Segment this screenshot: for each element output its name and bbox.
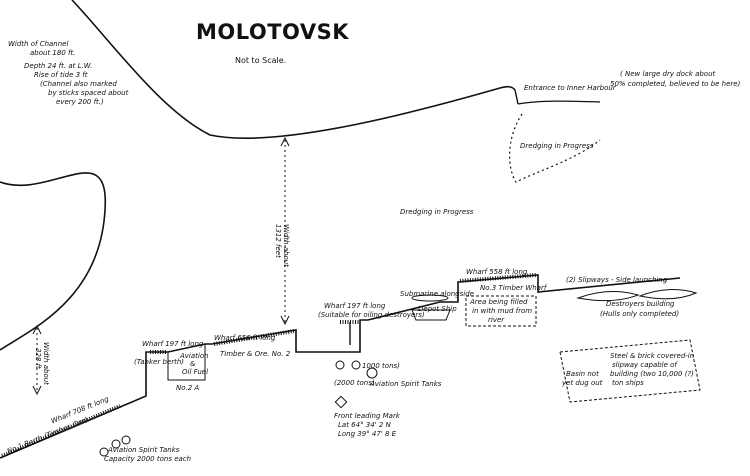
tank-mid-1 — [335, 360, 345, 370]
width-328-line-2: 328 ft — [34, 348, 42, 369]
aviation-oil-line-3: Oil Fuel — [182, 368, 209, 376]
aviation-tanks-left-line-2: Capacity 2000 tons each — [104, 455, 192, 463]
destroyer-hull-2 — [638, 289, 698, 300]
wharf-197-line-1: Wharf 197 ft long — [324, 302, 386, 310]
channel-shore-upper — [71, 0, 516, 139]
slipway-outline — [559, 339, 701, 403]
basin-line-2: yet dug out — [562, 379, 603, 387]
width-1312-line-1: Width about — [282, 224, 290, 267]
tank-1000-label: 1000 tons) — [362, 362, 400, 370]
wharf-558-label: Wharf 558 ft long — [466, 268, 528, 276]
tank-left-2 — [111, 439, 121, 449]
steel-brick-line-1: Steel & brick covered-in — [610, 352, 695, 360]
channel-shore-lower — [0, 172, 106, 351]
channel-note-line-7: every 200 ft.) — [56, 98, 104, 106]
depot-ship-shape — [411, 309, 451, 321]
timber-ore-2-label: Timber & Ore. No. 2 — [220, 350, 291, 358]
area-filled-line-2: in with mud from — [472, 307, 533, 315]
width-328-line-1: Width about — [42, 342, 50, 385]
depot-ship-label: Depot Ship — [418, 305, 457, 313]
entrance-label: Entrance to Inner Harbour — [524, 84, 616, 92]
channel-note-line-4: Rise of tide 3 ft — [34, 71, 88, 79]
wharf-197-line-2: (Suitable for oiling destroyers) — [318, 311, 425, 319]
channel-note-line-6: by sticks spaced about — [48, 89, 129, 97]
steel-brick-line-4: ton ships — [612, 379, 644, 387]
destroyer-hull-1 — [576, 291, 640, 302]
timber-wharf-3-label: No.3 Timber Wharf — [480, 284, 547, 292]
steel-brick-line-3: building (two 10,000 (?) — [610, 370, 694, 378]
submarine-label: Submarine alongside — [400, 290, 474, 298]
dry-dock-line-1: ( New large dry dock about — [620, 70, 716, 78]
tank-2000-label: (2000 tons) — [334, 379, 375, 387]
destroyers-line-2: (Hulls only completed) — [600, 310, 680, 318]
steel-brick-line-2: slipway capable of — [612, 361, 677, 369]
tank-mid-2 — [351, 360, 361, 370]
area-filled-box — [465, 295, 537, 327]
channel-note-line-1: Width of Channel — [8, 40, 69, 48]
front-leading-line-3: Long 39° 47' 8 E — [338, 430, 397, 438]
wharf-197-tanker-line-1: Wharf 197 ft long — [142, 340, 204, 348]
channel-note-line-2: about 180 ft. — [30, 49, 76, 57]
no-2a-label: No.2 A — [176, 384, 200, 392]
wharf-558-hatch — [459, 273, 537, 283]
aviation-oil-line-1: Aviation — [180, 352, 209, 360]
front-leading-mark — [334, 395, 348, 409]
channel-note-line-5: (Channel also marked — [40, 80, 117, 88]
channel-note-line-3: Depth 24 ft. at L.W. — [24, 62, 93, 70]
front-leading-line-2: Lat 64° 34' 2 N — [338, 421, 391, 429]
front-leading-line-1: Front leading Mark — [334, 412, 400, 420]
inner-harbour-hook — [517, 100, 601, 105]
tank-left-3 — [121, 435, 131, 445]
wharf-197-tanker-line-2: (Tanker berth) — [134, 358, 185, 366]
aviation-tanks-mid-label: Aviation Spirit Tanks — [370, 380, 442, 388]
inner-harbour-entrance-line — [514, 89, 519, 105]
wharf-656-label: Wharf 656 ft long — [214, 334, 276, 342]
map-title: MOLOTOVSK — [196, 20, 349, 44]
tank-left-1 — [99, 447, 109, 457]
dredging-area-dotted — [509, 113, 601, 183]
aviation-tanks-left-line-1: Aviation Spirit Tanks — [108, 446, 180, 454]
area-filled-line-3: river — [488, 316, 505, 324]
pier-no2a — [167, 344, 206, 381]
submarine-shape — [411, 294, 449, 302]
width-1312-line-2: 1312 feet — [274, 224, 282, 258]
dredging-label-2: Dredging in Progress — [400, 208, 474, 216]
area-filled-line-1: Area being filled — [470, 298, 528, 306]
wharf-656-hatch — [213, 329, 295, 346]
dredging-label-1: Dredging in Progress — [520, 142, 594, 150]
destroyers-line-1: Destroyers building — [606, 300, 675, 308]
basin-line-1: Basin not — [566, 370, 599, 378]
aviation-oil-line-2: & — [190, 360, 196, 368]
slipways-label: (2) Slipways - Side launching — [566, 276, 668, 284]
map-subtitle: Not to Scale. — [235, 56, 287, 65]
dry-dock-line-2: 50% completed, believed to be here) — [610, 80, 741, 88]
tank-mid-3 — [366, 367, 378, 379]
